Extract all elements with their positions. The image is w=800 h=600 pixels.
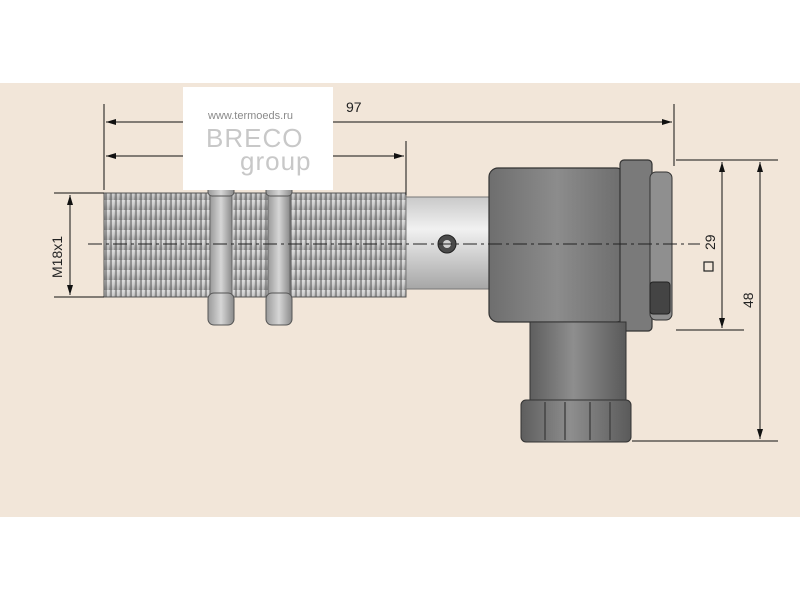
connector-housing <box>488 167 626 323</box>
square-symbol-icon <box>703 261 714 272</box>
lock-nut-left <box>207 175 235 326</box>
watermark-logo-line2: group <box>240 146 312 176</box>
technical-drawing: 97 M18x1 29 48 www.termoeds.ru BRECO gro… <box>0 83 800 517</box>
connector-screw-icon <box>649 281 671 315</box>
lock-nut-right <box>265 175 293 326</box>
dimension-square <box>676 159 744 331</box>
cable-gland <box>529 321 627 403</box>
dimension-height <box>632 159 778 442</box>
sensor-diagram: 97 M18x1 29 48 www.termoeds.ru BRECO gro… <box>49 87 778 443</box>
dimension-height-label: 48 <box>740 292 756 308</box>
threaded-barrel <box>103 192 407 298</box>
watermark-logo-line1: BRECO <box>206 123 303 153</box>
watermark-box <box>183 87 333 190</box>
cable-gland-nut <box>520 399 632 443</box>
connector-cap <box>619 159 653 332</box>
watermark-url: www.termoeds.ru <box>207 110 293 122</box>
dimension-total-length-label: 97 <box>346 99 362 115</box>
dimension-thread-diameter <box>54 192 104 298</box>
dimension-thread-label: M18x1 <box>49 236 65 278</box>
dimension-square-label: 29 <box>702 234 718 250</box>
